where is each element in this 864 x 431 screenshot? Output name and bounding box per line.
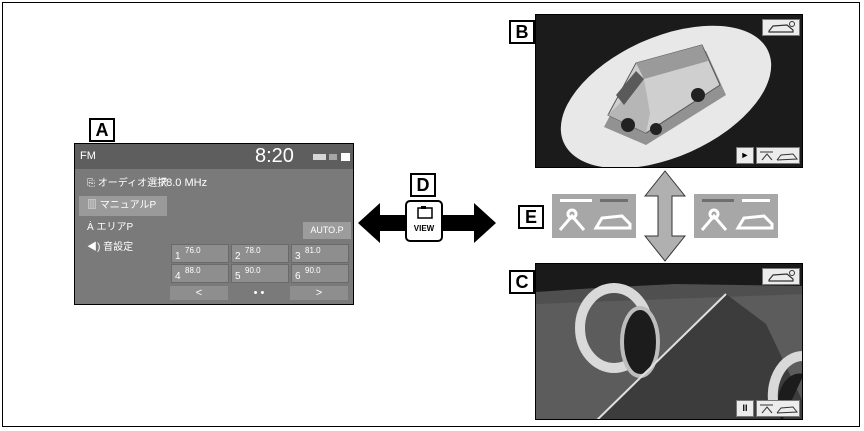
menu-sound-settings[interactable]: ◀) 音設定 <box>87 242 134 253</box>
wheel-view-screen: II <box>535 263 803 420</box>
audio-source-icon: ⎘ <box>87 178 98 189</box>
callout-c: C <box>509 270 535 294</box>
play-button[interactable]: ► <box>736 147 754 164</box>
panoramic-view-screen: ► <box>535 14 803 168</box>
camera-car-icon <box>558 208 632 231</box>
vehicle-3d-illustration <box>560 25 772 167</box>
pause-button[interactable]: II <box>736 400 754 417</box>
menu-audio-select[interactable]: ⎘ オーディオ選択 <box>87 178 168 189</box>
manual-preset-icon: ▥ <box>87 200 100 211</box>
camera-view-icon <box>417 206 433 219</box>
area-preset-icon: Ȧ <box>87 222 97 233</box>
camera-car-icon <box>700 208 774 231</box>
status-icons <box>313 153 351 161</box>
auto-preset-button[interactable]: AUTO.P <box>303 222 351 239</box>
view-mode-button[interactable] <box>756 400 800 417</box>
car-gear-icon <box>768 21 795 33</box>
clock: 8:20 <box>255 145 294 167</box>
page-indicator: • • <box>253 287 265 299</box>
status-bar <box>75 144 353 169</box>
wheel-closeup-illustration <box>536 264 802 419</box>
speaker-icon: ◀) <box>87 242 104 253</box>
view-mode-icon <box>760 151 799 161</box>
menu-area-preset[interactable]: Ȧ エリアP <box>87 222 134 233</box>
frequency-display: 78.0 MHz <box>160 177 208 189</box>
view-switch-panel-left[interactable] <box>552 194 636 238</box>
vertical-double-arrow <box>644 170 686 262</box>
view-mode-button[interactable] <box>756 147 800 164</box>
prev-page-button[interactable]: < <box>170 286 228 300</box>
next-page-button[interactable]: > <box>290 286 348 300</box>
callout-e: E <box>518 205 544 229</box>
vehicle-settings-button[interactable] <box>762 19 800 36</box>
band-label: FM <box>80 150 96 162</box>
vehicle-settings-button[interactable] <box>762 268 800 285</box>
callout-b: B <box>509 20 535 44</box>
view-mode-icon <box>760 404 799 414</box>
car-gear-icon <box>768 270 795 282</box>
figure-frame <box>2 2 860 427</box>
radio-screen: FM 8:20 78.0 MHz ⎘ オーディオ選択 ▥ マニュアルP Ȧ エリ… <box>74 143 354 305</box>
view-button-label: VIEW <box>413 224 435 233</box>
callout-d: D <box>410 173 436 197</box>
view-button[interactable]: VIEW <box>405 200 443 242</box>
menu-manual-preset[interactable]: ▥ マニュアルP <box>79 196 167 216</box>
view-switch-panel-right[interactable] <box>694 194 778 238</box>
callout-a: A <box>89 118 115 142</box>
